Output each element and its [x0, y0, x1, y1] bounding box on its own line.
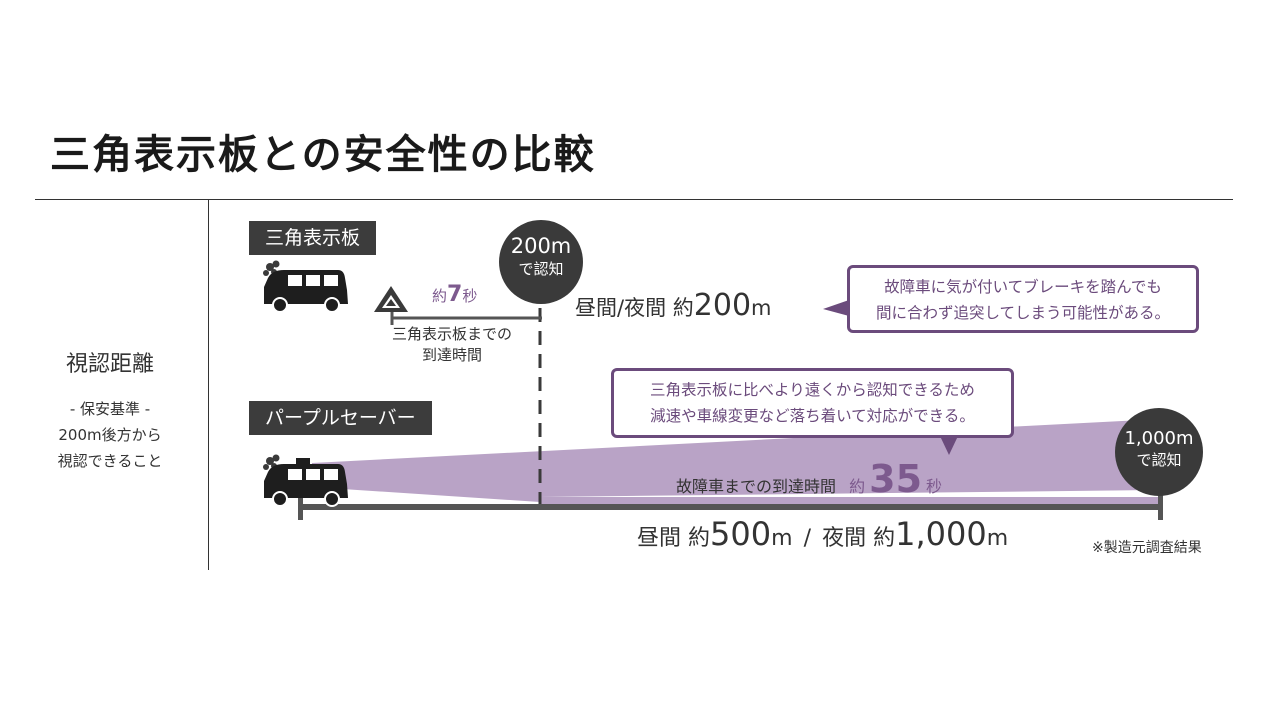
bubble-tail-row1 — [823, 300, 849, 316]
night-unit: m — [986, 526, 1009, 551]
circle-200m: 200m で認知 — [499, 220, 583, 304]
reach-35s-unit: 秒 — [926, 477, 943, 496]
column-divider — [208, 199, 209, 570]
side-sub-line3: 視認できること — [57, 452, 163, 470]
side-subtext: - 保安基準 - 200m後方から 視認できること — [30, 396, 190, 474]
warning-triangle-icon — [374, 286, 408, 312]
distance-200m-unit: m — [751, 296, 772, 320]
circle-1000m-label: で認知 — [1136, 451, 1182, 469]
reach-35s-label: 故障車までの到達時間 — [676, 477, 837, 496]
bubble-row2-line2: 減速や車線変更など落ち着いて対応ができる。 — [650, 407, 975, 425]
main-track — [300, 504, 1162, 510]
distance-day-night: 昼間 約500m / 夜間 約1,000m — [637, 515, 1008, 553]
header-divider — [35, 199, 1233, 200]
day-value: 500 — [710, 515, 772, 553]
reach-bar-highlight — [540, 497, 1160, 505]
circle-200m-label: で認知 — [518, 260, 564, 278]
bubble-row1-line1: 故障車に気が付いてブレーキを踏んでも — [884, 278, 1162, 296]
triangle-reach-line1: 三角表示板までの — [391, 325, 512, 343]
time-7s: 約7秒 — [432, 282, 477, 307]
reach-35s-prefix: 約 — [849, 477, 866, 496]
main-track-end-tick — [1158, 480, 1163, 520]
day-unit: m — [771, 526, 793, 551]
circle-200m-value: 200m — [510, 234, 572, 258]
tag-purple-saver: パープルセーバー — [249, 401, 432, 435]
tag-triangle-board: 三角表示板 — [249, 221, 377, 255]
circle-1000m: 1,000m で認知 — [1115, 408, 1203, 496]
distance-200m-value: 200 — [693, 288, 752, 323]
page-title: 三角表示板との安全性の比較 — [50, 132, 596, 178]
footnote: ※製造元調査結果 — [1092, 540, 1202, 556]
distance-200m: 昼間/夜間 約200m — [575, 288, 772, 323]
night-label: 夜間 約 — [822, 526, 896, 551]
reach-35s-value: 35 — [869, 457, 923, 501]
night-value: 1,000 — [895, 515, 987, 553]
time-7s-unit: 秒 — [462, 287, 478, 305]
side-sub-line2: 200m後方から — [58, 426, 162, 444]
day-label: 昼間 約 — [637, 526, 710, 551]
time-7s-value: 7 — [447, 282, 463, 307]
bubble-row1-line2: 間に合わず追突してしまう可能性がある。 — [875, 304, 1171, 322]
bubble-row2-line1: 三角表示板に比べより遠くから認知できるため — [650, 381, 975, 399]
car-icon-1 — [263, 260, 348, 313]
side-heading: 視認距離 — [65, 352, 154, 377]
triangle-reach-label: 三角表示板までの 到達時間 — [372, 324, 532, 366]
side-sub-line1: - 保安基準 - — [69, 400, 151, 418]
bubble-triangle-warning: 故障車に気が付いてブレーキを踏んでも 間に合わず追突してしまう可能性がある。 — [847, 265, 1199, 333]
time-7s-prefix: 約 — [432, 287, 448, 305]
triangle-reach-line2: 到達時間 — [421, 346, 482, 364]
main-track-start-tick — [298, 498, 303, 520]
car-icon-2 — [263, 454, 348, 507]
distance-200m-label: 昼間/夜間 約 — [575, 296, 694, 320]
bubble-tail-row2 — [940, 436, 958, 455]
circle-1000m-value: 1,000m — [1124, 428, 1194, 449]
day-night-separator: / — [803, 526, 812, 551]
bubble-purple-benefit: 三角表示板に比べより遠くから認知できるため 減速や車線変更など落ち着いて対応がで… — [611, 368, 1014, 438]
